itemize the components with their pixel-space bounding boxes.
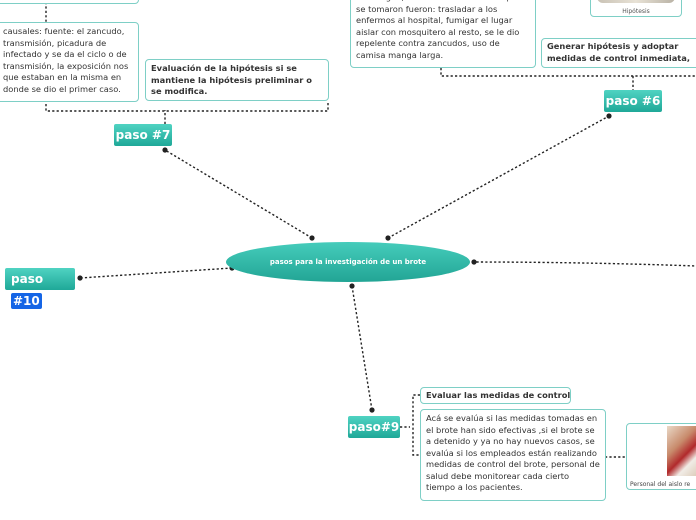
hypothesis-image: [597, 0, 675, 3]
connector-center-paso9: [351, 285, 373, 411]
step-node-paso7[interactable]: paso #7: [114, 124, 172, 146]
step-label-paso9: paso#9: [348, 420, 400, 434]
connector-center-right: [471, 261, 696, 267]
hypothesis-image-box[interactable]: Hipótesis: [590, 0, 682, 17]
hypothesis-caption: Hipótesis: [622, 8, 650, 15]
eval-measures-text-box[interactable]: Acá se evalúa si las medidas tomadas en …: [420, 409, 606, 501]
left-top-box[interactable]: [0, 0, 139, 4]
step-node-paso6[interactable]: paso #6: [604, 90, 662, 112]
left-causal-box[interactable]: causales: fuente: el zancudo, transmisió…: [0, 22, 139, 102]
step-label-paso7: paso #7: [115, 128, 171, 142]
step-node-paso10[interactable]: paso #10: [5, 268, 75, 309]
bracket-paso6: [440, 68, 696, 77]
step-node-paso9[interactable]: paso#9: [348, 416, 400, 438]
connector-center-paso10: [79, 267, 233, 279]
connector-center-paso6: [387, 115, 610, 239]
central-topic-label: pasos para la investigación de un brote: [269, 258, 427, 266]
staff-image-box[interactable]: Personal del aislo re: [626, 423, 696, 490]
bracket-paso7: [45, 103, 329, 124]
step-label-paso6: paso #6: [605, 94, 661, 108]
central-topic-node[interactable]: pasos para la investigación de un brote: [226, 242, 470, 282]
left-causal-text: causales: fuente: el zancudo, transmisió…: [3, 26, 129, 94]
eval-hypothesis-text: Evaluación de la hipótesis si se mantien…: [151, 63, 312, 96]
step-number-paso10: #10: [11, 293, 42, 309]
eval-measures-text: Acá se evalúa si las medidas tomadas en …: [426, 413, 600, 492]
dengue-measures-box[interactable]: de Dengue, las medidas de control que se…: [350, 0, 536, 68]
generate-hypothesis-text: Generar hipótesis y adoptar medidas de c…: [547, 41, 691, 63]
staff-image: [667, 426, 696, 476]
dengue-measures-text: de Dengue, las medidas de control que se…: [356, 0, 520, 60]
bracket-paso9: [400, 394, 420, 456]
staff-caption: Personal del aislo re: [630, 481, 691, 488]
generate-hypothesis-box[interactable]: Generar hipótesis y adoptar medidas de c…: [541, 38, 696, 68]
eval-measures-title: Evaluar las medidas de control: [426, 390, 571, 400]
step-label-paso10: paso: [11, 272, 44, 286]
eval-hypothesis-box[interactable]: Evaluación de la hipótesis si se mantien…: [145, 59, 329, 101]
connector-center-paso7: [164, 149, 313, 239]
eval-measures-title-box[interactable]: Evaluar las medidas de control: [420, 387, 571, 404]
